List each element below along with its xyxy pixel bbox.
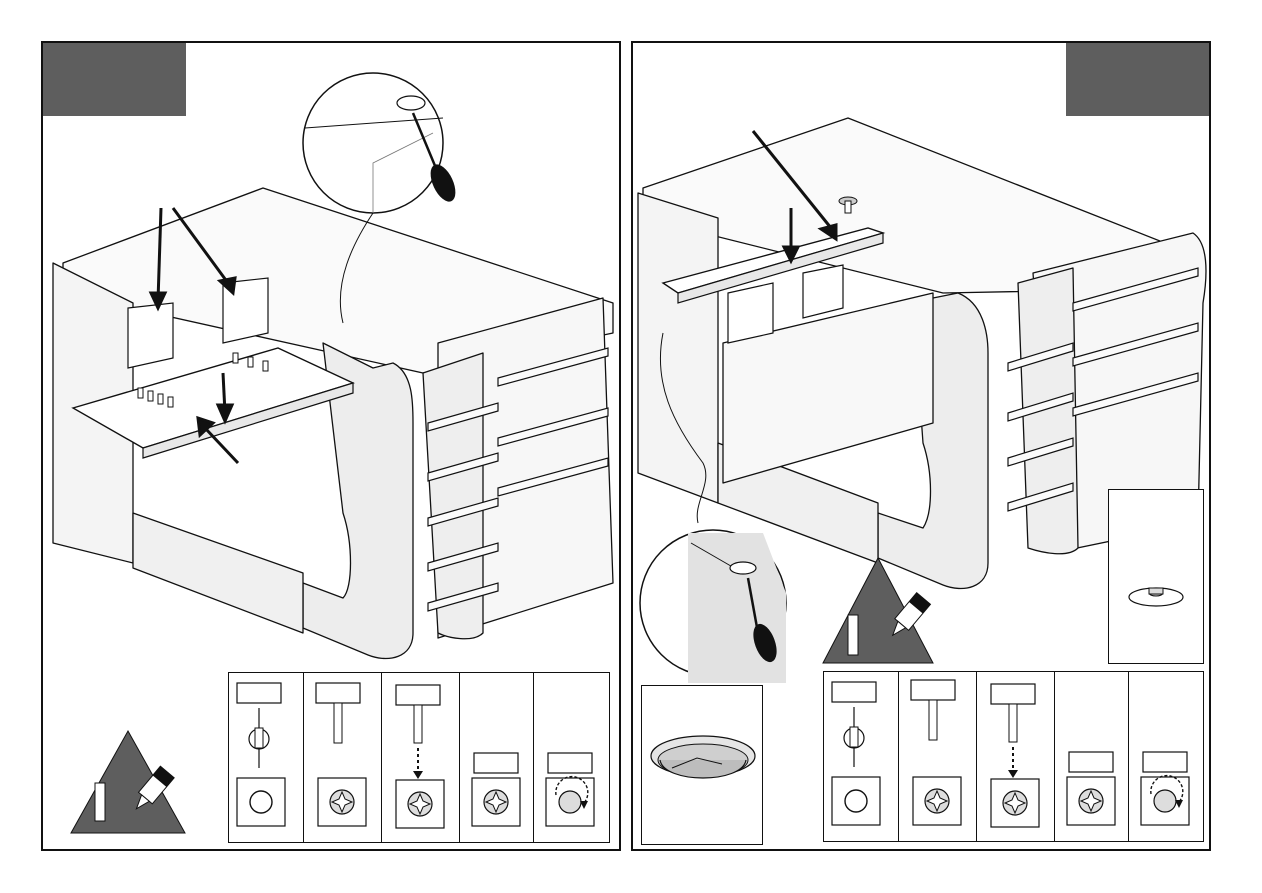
hardware-cell bbox=[459, 673, 534, 842]
instruction-page-right bbox=[631, 41, 1211, 851]
cap-icon bbox=[1109, 490, 1205, 665]
hardware-cell bbox=[381, 673, 460, 842]
cap-inset bbox=[1108, 489, 1204, 664]
instruction-page-left bbox=[41, 41, 621, 851]
hardware-cell bbox=[229, 673, 303, 842]
hardware-cell bbox=[303, 673, 382, 842]
hardware-cell bbox=[1128, 672, 1203, 841]
cam-bracket-icon bbox=[730, 562, 756, 574]
hardware-cell bbox=[976, 672, 1055, 841]
hardware-table bbox=[228, 672, 610, 843]
grommet-inset bbox=[641, 685, 763, 845]
hardware-cell bbox=[898, 672, 977, 841]
hardware-cell bbox=[824, 672, 898, 841]
hardware-cell bbox=[1054, 672, 1129, 841]
hardware-table bbox=[823, 671, 1204, 842]
grommet-icon bbox=[642, 686, 764, 846]
hardware-cell bbox=[533, 673, 609, 842]
